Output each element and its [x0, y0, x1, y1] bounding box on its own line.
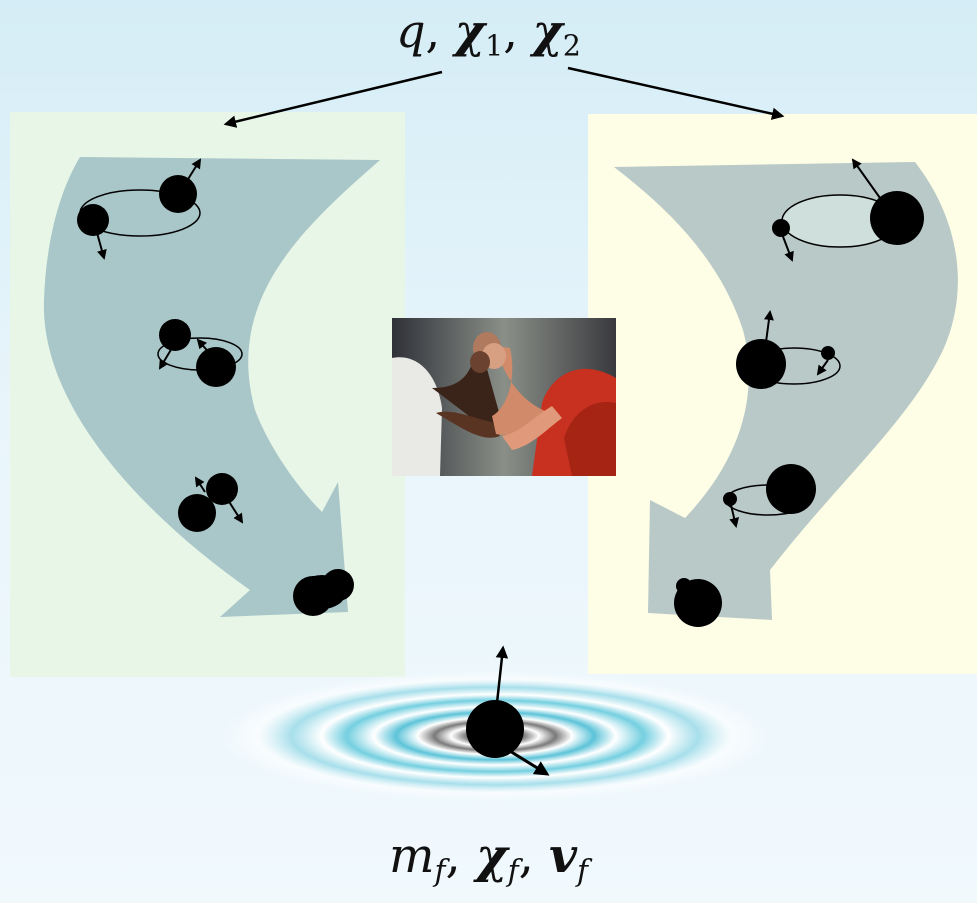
right-merger	[674, 578, 722, 627]
black-hole-icon	[766, 464, 816, 514]
spin-arrow-icon	[816, 359, 829, 376]
spin-arrow-icon	[781, 233, 794, 262]
black-hole-icon	[159, 319, 191, 351]
spin-arrow-icon	[729, 504, 740, 528]
black-hole-icon	[196, 347, 236, 387]
black-hole-icon	[821, 346, 835, 360]
spin-arrow-icon	[763, 310, 774, 343]
black-hole-icon	[206, 473, 238, 505]
right-binary-stage3	[723, 464, 816, 528]
final-black-hole-icon	[466, 700, 524, 758]
spin-arrow-icon	[194, 476, 206, 493]
black-hole-icon	[736, 339, 786, 389]
black-hole-icon	[870, 191, 924, 245]
spin-arrow-icon	[158, 347, 173, 370]
arrow-to-right-panel	[567, 66, 785, 120]
left-binary-stage1	[77, 158, 202, 260]
spin-arrow-icon	[851, 158, 881, 199]
left-merger	[293, 569, 354, 616]
right-binary-stage1	[772, 158, 924, 262]
left-binary-stage3	[178, 473, 244, 532]
left-binary-stage2	[157, 319, 243, 387]
initial-parameters-label: q, χ1, χ2	[396, 4, 581, 63]
black-hole-icon	[723, 492, 737, 506]
black-hole-icon	[178, 494, 216, 532]
black-hole-icon	[159, 175, 197, 213]
spin-arrow-icon	[227, 499, 244, 524]
kick-velocity-arrow-icon	[504, 746, 550, 776]
black-hole-icon	[77, 204, 109, 236]
black-hole-icon	[298, 575, 346, 609]
spin-arrow-icon	[196, 338, 213, 357]
handshake-image	[392, 318, 616, 476]
right-evolution-arrow	[614, 162, 958, 620]
black-hole-icon	[772, 219, 790, 237]
arrow-to-left-panel	[223, 70, 443, 128]
black-hole-icon	[676, 578, 692, 594]
final-parameters-label: mf, χf, vf	[388, 828, 589, 889]
right-binary-stage2	[736, 310, 841, 389]
left-evolution-arrow	[43, 157, 381, 617]
